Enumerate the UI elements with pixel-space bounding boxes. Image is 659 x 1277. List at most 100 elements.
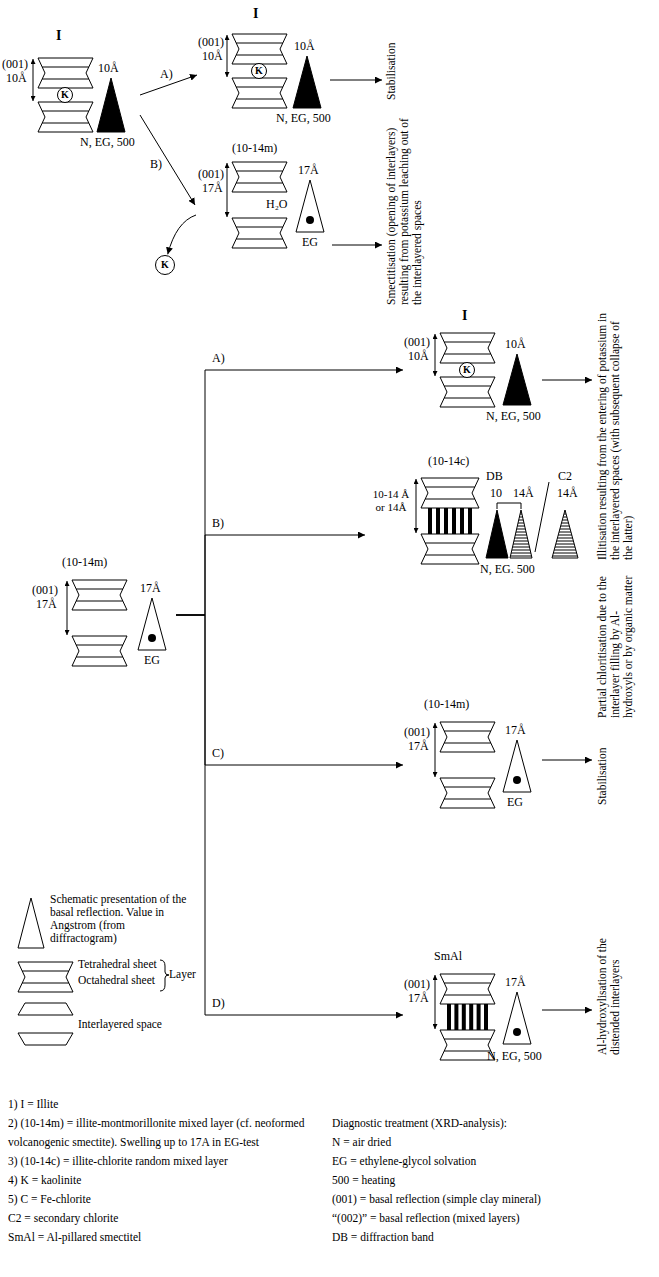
interlayer-pillar [444,508,448,534]
mineral-symbol: K [255,66,263,76]
legend-note: N = air dried [332,1133,654,1152]
mineral-group: SmAl(001)17Å17ÅN, EG, 500 [404,946,544,1068]
xrd-label: 10Å [202,50,223,63]
sheet-boundary [236,55,283,56]
reflection-triangle [18,898,44,948]
xrd-label: N, EG, 500 [276,112,331,125]
clay-layer [72,636,127,666]
process-text: Stabilisation [596,720,609,805]
mineral-group: (10-14m)(001)17ÅH₂O17ÅEG [196,136,330,252]
branch-letter: A) [212,352,225,365]
xrd-label: 17Å [140,582,161,595]
process-text: Smectitisation (opening of interlayers) … [385,105,424,305]
sheet-boundary [425,543,475,544]
legend-note: C2 = secondary chlorite [8,1209,326,1228]
branch-letter: B) [150,158,162,171]
legend-note: Diagnostic treatment (XRD-analysis): [332,1114,654,1133]
process-arrow [168,215,196,254]
sheet-boundary [42,67,89,68]
clay-layer [232,78,287,108]
legend-text: Octahedral sheet [78,974,155,987]
legend-note: 3) (10-14c) = illite-chlorite random mix… [8,1152,326,1171]
sheet-boundary [42,123,89,124]
sheet-boundary [76,589,123,590]
mineral-label: I [462,308,467,323]
clay-layer [232,34,287,64]
xrd-label: (001) [198,168,224,181]
sheet-boundary [444,799,491,800]
process-text: Al-hydroxylisation of the distended inte… [596,915,622,1055]
legend-note: 2) (10-14m) = illite-montmorillonite mix… [8,1114,326,1152]
xrd-label: 10Å [294,40,315,53]
clay-layer [72,580,127,610]
legend-note: 500 = heating [332,1171,654,1190]
process-note: Stabilisation [596,720,609,805]
legend-note: EG = ethylene-glycol solvation [332,1152,654,1171]
spacing-arrow [435,334,436,376]
sheet-boundary [444,354,491,355]
sheet-boundary [444,743,491,744]
reflection-triangle [552,510,578,558]
mineral-group: (10-14c)10-14 Å or 14ÅDB1014ÅC214ÅN, EG.… [366,451,584,579]
clay-layer [232,162,287,192]
treatment-list: Diagnostic treatment (XRD-analysis):N = … [332,1114,654,1190]
sheet-boundary [444,386,491,387]
sheet-boundary [425,499,475,500]
sheet-boundary [76,645,123,646]
xrd-label: 10-14 Å or 14Å [368,488,414,514]
branch-letter: D) [212,997,225,1010]
branch-letter: A) [160,68,173,81]
clay-layer [440,1030,495,1060]
xrd-label: (001) [198,36,224,49]
sheet-boundary [425,555,475,556]
mineral-label: I [253,6,258,21]
xrd-label: EG [302,236,318,249]
clay-layer [440,333,495,363]
xrd-label: 14Å [513,487,534,500]
interlayer-pillar [452,508,456,534]
legend-note: SmAl = Al-pillared smectitel [8,1228,326,1247]
reflection-triangle [503,740,531,792]
sheet-sample [18,1003,73,1015]
process-note: Illitisation resulting from the entering… [596,312,635,560]
sheet-boundary [444,731,491,732]
xrd-label: N, EG, 500 [80,136,135,149]
process-text: Stabilisation [385,10,398,100]
legend-text: Schematic presentation of the basal refl… [50,893,190,945]
legend-note: 4) K = kaolinite [8,1171,326,1190]
mineral-label: I [56,28,61,43]
xrd-label: (001) [2,58,28,71]
xrd-label: 17Å [408,740,429,753]
clay-layer [38,58,93,88]
mineral-group: (10-14m)(001)17Å17ÅEG [30,552,176,672]
xrd-label: N, EG, 500 [487,1050,542,1063]
process-arrow [176,535,365,615]
spacing-arrow [227,163,228,217]
sheet-sample [18,1033,73,1045]
sheet-boundary [236,87,283,88]
process-arrow [176,615,403,1015]
xrd-label: EG [507,796,523,809]
branch-letter: C) [212,747,224,760]
sheet-boundary [236,227,283,228]
clay-layer [232,218,287,248]
xrd-label: DB [486,470,503,483]
reflection-triangle [503,354,531,405]
sheet-boundary [22,971,69,972]
xrd-label: EG [144,654,160,667]
interlayer-pillar [477,1004,481,1030]
clay-layer [440,377,495,407]
mineral-group: I(001)10Å10ÅN, EG, 500K [198,4,333,127]
xrd-label: (001) [404,336,430,349]
interlayer-pillar [447,1004,451,1030]
spacing-arrow [33,59,34,101]
reflection-triangle [293,56,321,108]
layer-brace [160,960,169,991]
sheet-boundary [444,787,491,788]
sheet-boundary [42,111,89,112]
legend-note: 5) C = Fe-chlorite [8,1190,326,1209]
legend-note: (001) = basal reflection (simple clay mi… [332,1190,654,1209]
sheet-boundary [444,1039,491,1040]
